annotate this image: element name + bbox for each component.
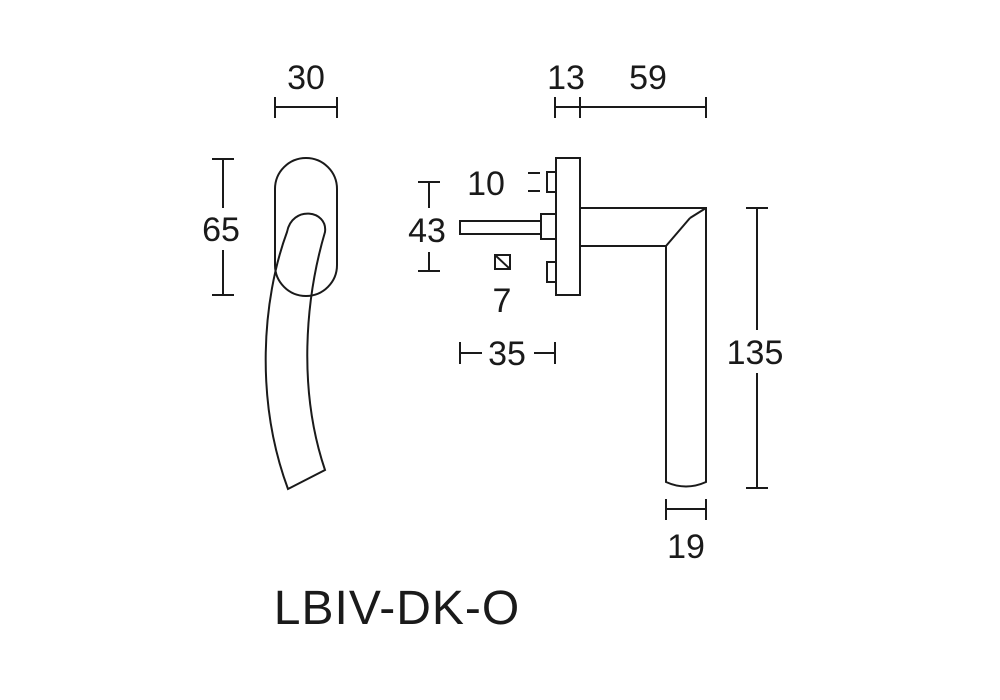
dim-spindle-height: 43 [408, 181, 446, 272]
side-rose-plate [555, 157, 581, 296]
front-view [264, 157, 338, 491]
spindle-square-section [494, 254, 511, 270]
dim-screw-offset: 10 [467, 165, 540, 203]
dim-rose-height: 65 [202, 158, 240, 296]
dim-label-spindle-square: 7 [493, 282, 512, 320]
screw-tab-bottom [546, 261, 557, 283]
dim-spindle-length: 35 [459, 335, 556, 373]
front-lever-shape [264, 212, 327, 491]
dim-label-rose-thickness: 13 [547, 59, 585, 97]
dim-label-lever-width: 19 [667, 528, 705, 566]
dim-label-lever-projection: 59 [629, 59, 667, 97]
dim-front-width: 30 [274, 59, 338, 118]
front-rose-plate [274, 157, 338, 297]
side-lever [580, 207, 707, 488]
dim-label-front-width: 30 [287, 59, 325, 97]
dim-label-spindle-height: 43 [408, 212, 446, 250]
side-view [459, 157, 707, 488]
spindle-collar [540, 213, 557, 240]
spindle [459, 220, 542, 235]
dim-label-lever-length: 135 [727, 334, 784, 372]
product-code: LBIV-DK-O [274, 582, 520, 635]
dim-lever-width: 19 [665, 499, 707, 566]
dim-label-rose-height: 65 [202, 211, 240, 249]
screw-tab-top [546, 171, 557, 193]
dim-label-screw-offset: 10 [467, 165, 505, 203]
dim-label-spindle-length: 35 [488, 335, 526, 373]
dim-lever-length: 135 [727, 207, 784, 489]
dim-top-side: 13 59 [547, 59, 707, 118]
